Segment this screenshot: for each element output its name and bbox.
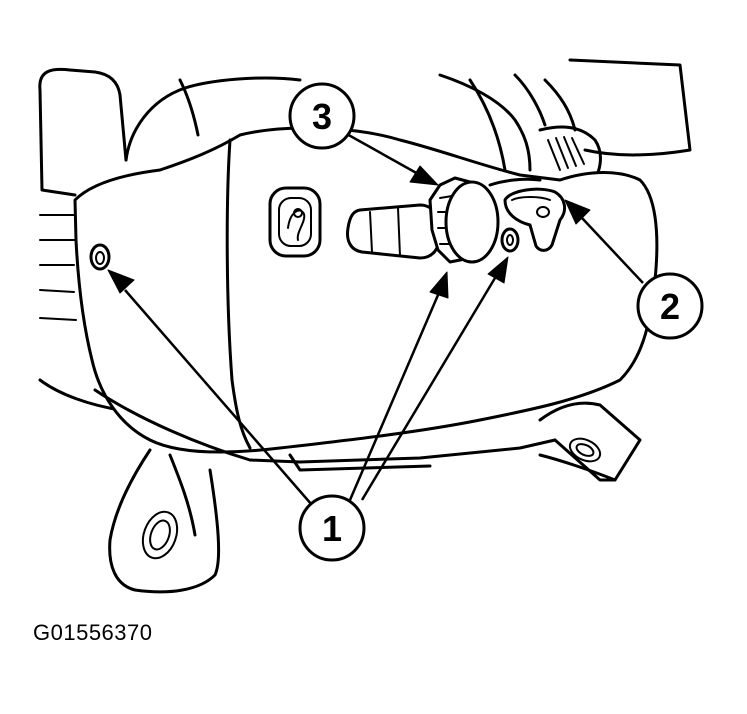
seat-back-outline [38,67,302,412]
screw-hole-left [89,243,111,271]
seat-switch-bezel [268,186,322,258]
callout-1: 1 [298,494,366,562]
callout-1-label: 1 [322,508,342,549]
leader-lines [107,131,644,506]
callout-2: 2 [636,272,704,340]
figure-code-label: G01556370 [33,620,153,645]
callout-2-label: 2 [660,286,680,327]
adjuster-knob [428,176,500,264]
seat-lower-frame [108,401,642,594]
recliner-lever-handle [346,203,442,260]
side-shield-panel [73,126,659,462]
callout-3: 3 [288,82,356,150]
seat-frame-right [438,58,692,187]
screw-hole-right [500,227,520,253]
callout-3-label: 3 [312,96,332,137]
trim-cover-cap [488,177,567,252]
